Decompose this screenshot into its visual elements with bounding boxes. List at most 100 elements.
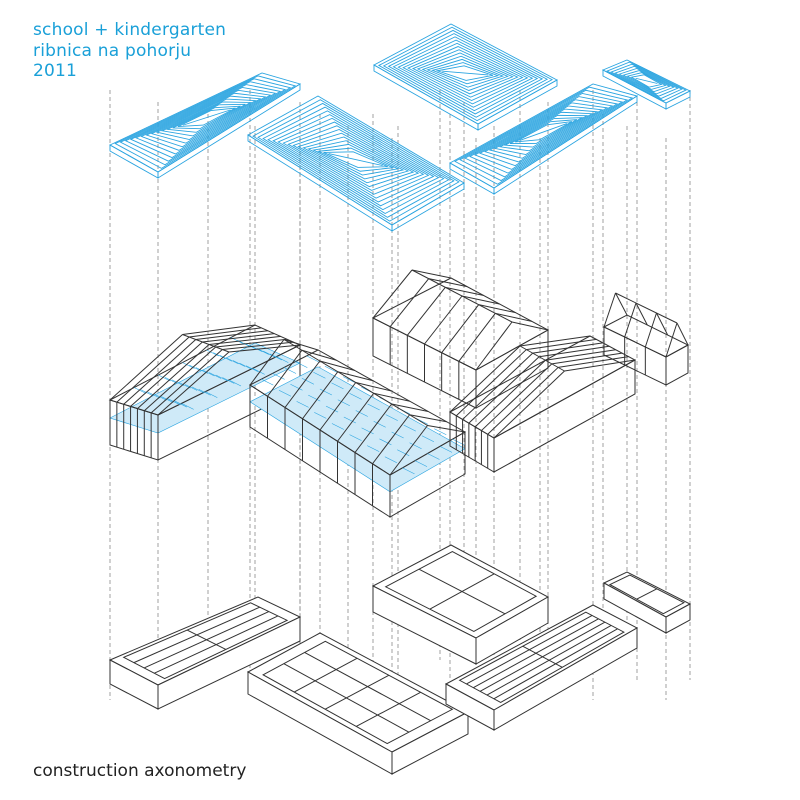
purlin xyxy=(198,389,211,396)
roof-ring xyxy=(622,70,671,93)
roof-annex xyxy=(601,59,692,110)
roof-ring xyxy=(606,61,687,102)
purlin xyxy=(427,453,440,460)
foundation-west-wing xyxy=(108,596,302,710)
truss-rafter xyxy=(428,278,468,288)
truss-rafter xyxy=(202,333,275,343)
truss-rafter xyxy=(123,339,197,405)
roof-eave xyxy=(391,182,465,232)
purlin xyxy=(134,387,147,394)
truss-rafter xyxy=(209,335,281,345)
truss-rafter xyxy=(228,344,301,353)
foundation-rib xyxy=(293,657,358,693)
truss-rafter xyxy=(337,392,375,442)
foundation-rib xyxy=(186,629,227,650)
truss-rafter xyxy=(474,359,546,428)
roof-ring xyxy=(459,89,629,182)
purlin xyxy=(232,360,246,367)
purlin xyxy=(174,400,188,408)
roof-ring xyxy=(292,129,420,191)
roof-ring xyxy=(377,26,554,122)
truss-rafter xyxy=(551,352,623,365)
roof-ring xyxy=(257,102,455,218)
purlin xyxy=(167,398,181,406)
truss-rafter xyxy=(283,339,319,351)
purlin xyxy=(397,449,410,457)
truss-rafter xyxy=(624,302,637,338)
purlin xyxy=(403,424,416,432)
purlin xyxy=(439,446,453,453)
roof-ring xyxy=(177,107,236,127)
purlin xyxy=(161,396,174,403)
roof-ridge xyxy=(635,77,658,84)
truss-rafter xyxy=(564,359,636,372)
purlin xyxy=(269,353,282,361)
roof-ring xyxy=(469,96,619,174)
foundation-rib xyxy=(304,652,431,722)
purlin xyxy=(140,389,154,397)
roof-ring xyxy=(397,39,534,108)
purlin xyxy=(171,379,184,387)
roof-ridge xyxy=(519,123,568,141)
floor-plate xyxy=(249,366,466,493)
roof-eave xyxy=(493,95,638,195)
roof-ring xyxy=(421,55,509,91)
purlin xyxy=(361,427,374,435)
roof-ring xyxy=(282,121,430,199)
roof-main-hall xyxy=(247,95,465,232)
foundation-rib xyxy=(636,588,658,600)
foundation-inner xyxy=(122,602,289,680)
title-line-year: 2011 xyxy=(33,61,78,81)
truss-rafter xyxy=(130,341,203,407)
roof-ring xyxy=(416,52,514,95)
purlin xyxy=(313,371,326,379)
truss-rafter xyxy=(195,330,268,340)
roof-ring xyxy=(287,125,425,195)
truss-rafter xyxy=(354,403,393,453)
foundation-rib xyxy=(283,663,410,733)
roof-ring xyxy=(435,65,494,81)
roof-ring xyxy=(247,95,465,226)
truss-rafter xyxy=(389,278,430,327)
roof-ridge xyxy=(182,109,231,126)
purlin xyxy=(367,445,380,452)
purlin xyxy=(191,386,205,394)
truss-rafter xyxy=(449,345,521,413)
foundation-rib xyxy=(418,568,506,615)
truss-rafter xyxy=(656,312,669,336)
purlin xyxy=(219,354,232,362)
foundation-inner xyxy=(608,574,685,615)
roof-ring xyxy=(483,105,604,163)
truss-rafter xyxy=(215,338,288,348)
roof-ring xyxy=(109,72,302,173)
truss-rafter xyxy=(301,349,337,361)
truss-rafter xyxy=(319,360,355,371)
roof-ring xyxy=(488,108,599,159)
roof-ring xyxy=(493,111,594,156)
purlin xyxy=(331,382,344,390)
roof-ring xyxy=(626,72,667,90)
foundation-side xyxy=(493,627,638,731)
structure-west-wing xyxy=(108,324,302,461)
roof-ring xyxy=(614,65,679,97)
purlin xyxy=(154,394,167,401)
purlin xyxy=(178,381,191,389)
foundation-east-wing xyxy=(444,604,639,731)
foundation-main-hall xyxy=(246,632,470,775)
roof-eave xyxy=(157,83,301,179)
structure-gym xyxy=(371,269,550,409)
roof-ring xyxy=(454,86,634,185)
purlin xyxy=(331,423,345,430)
truss-rafter xyxy=(319,382,357,431)
purlin xyxy=(205,391,218,398)
roof-ring xyxy=(601,59,692,104)
truss-rafter xyxy=(406,287,446,336)
roof-ring xyxy=(262,106,450,214)
roof-ring xyxy=(426,58,505,88)
purlin xyxy=(181,403,194,410)
roof-ring xyxy=(124,81,287,162)
purlin xyxy=(355,410,368,417)
truss-rafter xyxy=(538,345,610,358)
truss-rafter xyxy=(189,327,262,338)
